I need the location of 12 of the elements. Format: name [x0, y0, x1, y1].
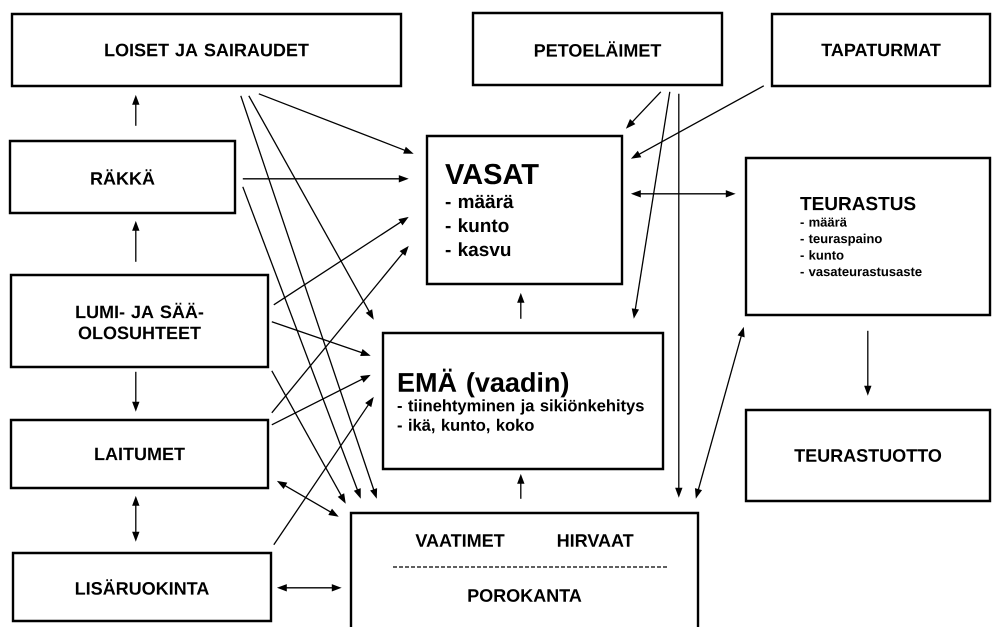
process-box: TAPATURMAT: [770, 12, 992, 88]
process-box: LISÄRUOKINTA: [12, 552, 272, 622]
process-box: LAITUMET: [10, 418, 270, 490]
process-box: TEURASTUOTTO: [744, 408, 992, 502]
process-box: PETOELÄIMET: [472, 12, 724, 86]
process-box: RÄKKÄ: [8, 140, 236, 214]
population-box: VAATIMET HIRVAAT POROKANTA: [350, 512, 700, 627]
process-box: LUMI- JA SÄÄ- OLOSUHTEET: [10, 274, 270, 368]
process-box: VASAT - määrä - kunto - kasvu: [426, 134, 624, 286]
process-box: TEURASTUS - määrä - teuraspaino - kunto - vasateurastusaste: [744, 156, 992, 316]
process-box: LOISET JA SAIRAUDET: [10, 12, 402, 88]
process-box: EMÄ (vaadin) - tiinehtyminen ja sikiönkehitys - ikä, kunto, koko: [382, 332, 664, 470]
